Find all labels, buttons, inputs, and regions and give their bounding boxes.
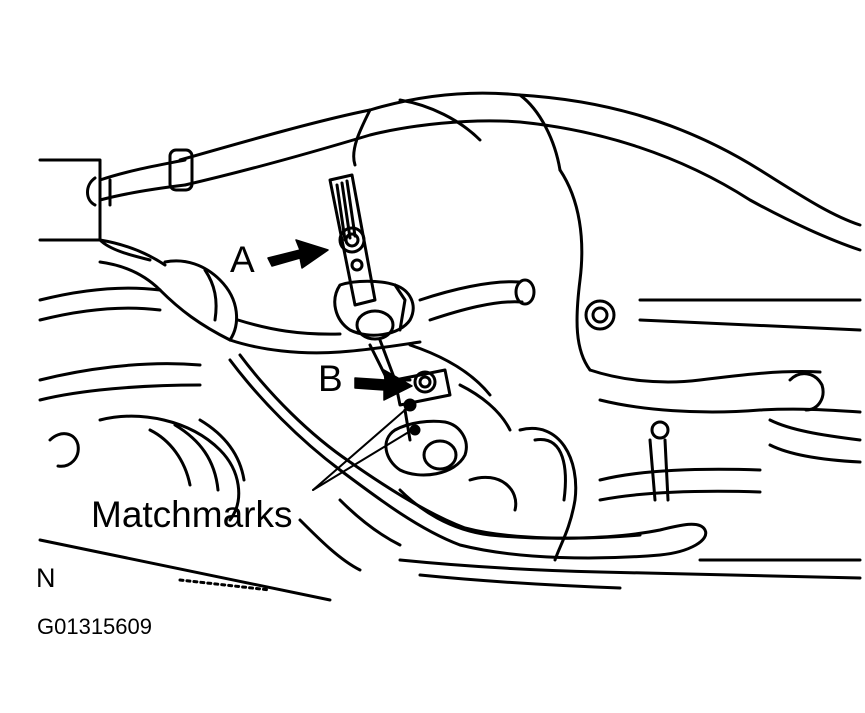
matchmark-leaders bbox=[313, 410, 412, 490]
arrow-b bbox=[355, 370, 412, 400]
left-upper-hose bbox=[88, 150, 193, 205]
upper-hose bbox=[180, 93, 860, 250]
cable-loop bbox=[230, 355, 706, 560]
right-hose bbox=[410, 280, 534, 430]
matchmarks-label: Matchmarks bbox=[91, 494, 293, 535]
steering-shaft bbox=[330, 175, 413, 385]
intake-hose bbox=[100, 240, 420, 353]
bottom-frame bbox=[400, 469, 860, 588]
view-direction-label: N bbox=[36, 563, 56, 593]
callout-a: A bbox=[230, 239, 255, 280]
callout-b: B bbox=[318, 358, 343, 399]
arrow-a bbox=[268, 240, 328, 268]
lower-joint bbox=[386, 370, 466, 475]
right-assembly bbox=[560, 170, 860, 500]
lower-left-parts bbox=[40, 416, 400, 600]
figure-code: G01315609 bbox=[37, 614, 152, 639]
left-structure bbox=[40, 160, 200, 400]
